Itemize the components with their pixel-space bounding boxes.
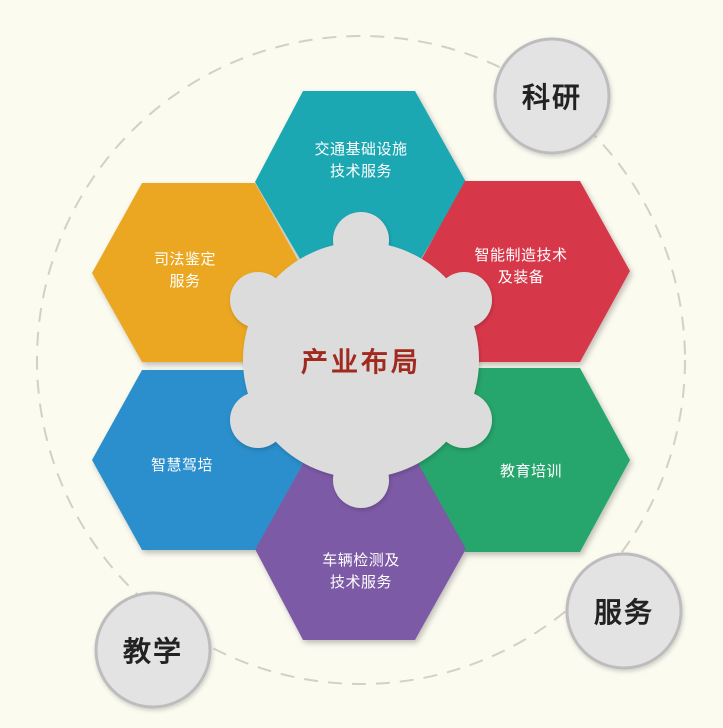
- center-puzzle-piece: [230, 212, 492, 508]
- hex-upper-left-line1: 司法鉴定: [153, 250, 217, 268]
- hex-lower-left-line1: 智慧驾培: [150, 456, 214, 474]
- hex-top-line2: 技术服务: [329, 162, 393, 180]
- hex-top-line1: 交通基础设施: [314, 140, 408, 158]
- hex-lower-left-label: 智慧驾培: [151, 454, 213, 476]
- hex-bottom-line2: 技术服务: [329, 573, 393, 591]
- hex-top: [255, 91, 466, 271]
- hex-upper-left-label: 司法鉴定 服务: [154, 248, 216, 292]
- outer-dashed-ring: [36, 35, 686, 685]
- hex-bottom-label: 车辆检测及 技术服务: [322, 549, 400, 593]
- badge-research-label: 科研: [521, 81, 583, 114]
- center-title: 产业布局: [301, 347, 421, 379]
- hex-lower-right-label: 教育培训: [500, 460, 562, 482]
- hex-bottom-line1: 车辆检测及: [322, 551, 400, 569]
- hex-top-label: 交通基础设施 技术服务: [314, 138, 407, 182]
- hex-lower-right-line1: 教育培训: [499, 462, 563, 480]
- hex-upper-left-line2: 服务: [169, 272, 201, 290]
- hex-upper-right-label: 智能制造技术 及装备: [474, 244, 567, 288]
- badge-research-circle: [493, 37, 611, 155]
- badge-teaching-circle: [94, 591, 212, 709]
- hex-upper-right-line1: 智能制造技术: [474, 246, 568, 264]
- hex-upper-right-line2: 及装备: [497, 268, 545, 286]
- badge-service-circle: [565, 552, 683, 670]
- badge-teaching-label: 教学: [122, 635, 184, 668]
- badge-service-label: 服务: [593, 596, 655, 629]
- hex-bottom: [255, 456, 466, 640]
